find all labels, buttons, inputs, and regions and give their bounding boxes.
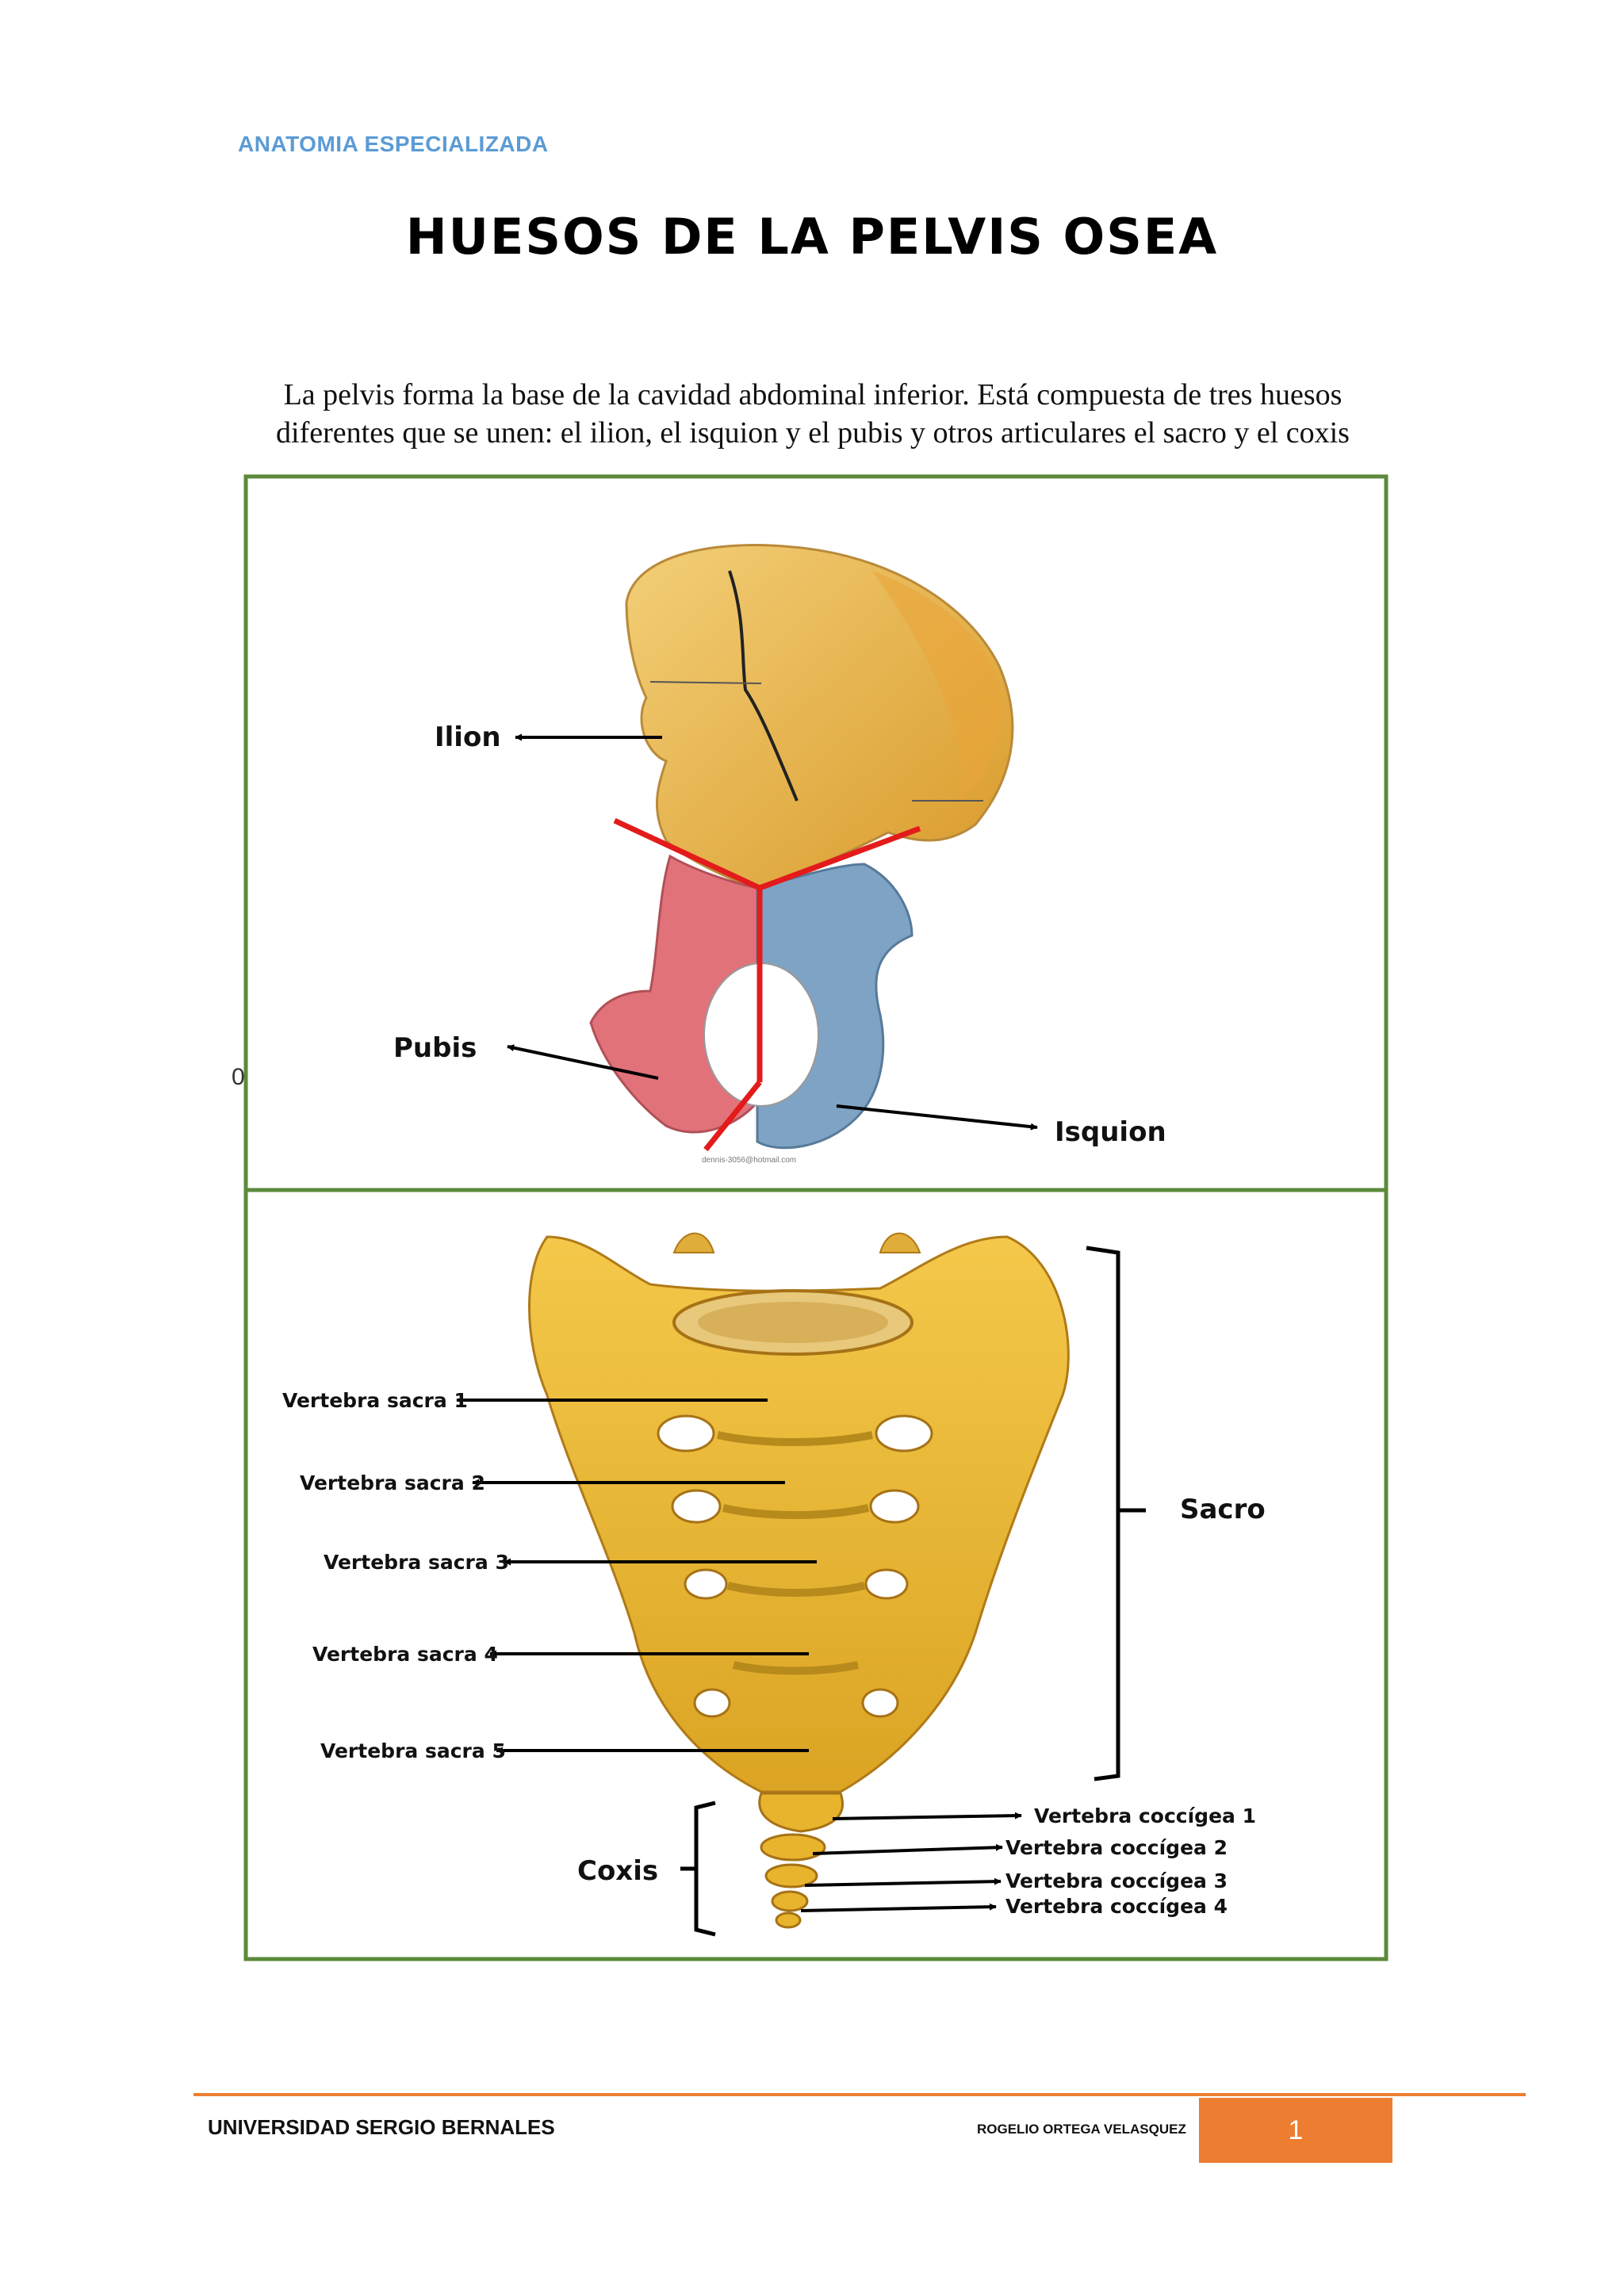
suture-line [728, 570, 799, 802]
sacral-foramina [657, 1414, 933, 1718]
footer-rule [193, 2093, 1526, 2096]
label-pubis: Pubis [393, 1032, 477, 1064]
coccygeal-arrows [800, 1812, 1022, 1912]
label-ilion: Ilion [435, 721, 501, 753]
coxis-bracket [680, 1800, 716, 1937]
transverse-ridges [716, 1431, 873, 1675]
label-vertebra-coccigea-3: Vertebra coccígea 3 [1005, 1869, 1228, 1892]
hip-bone-illustration [507, 544, 1038, 1152]
page-number: 1 [1199, 2098, 1392, 2163]
footer-author: ROGELIO ORTEGA VELASQUEZ [977, 2122, 1186, 2137]
label-isquion: Isquion [1055, 1116, 1166, 1148]
intro-paragraph: La pelvis forma la base de la cavidad ab… [230, 376, 1396, 452]
label-vertebra-sacra-4: Vertebra sacra 4 [312, 1643, 498, 1666]
page-title: HUESOS DE LA PELVIS OSEA [405, 208, 1219, 266]
label-coxis: Coxis [577, 1855, 659, 1887]
pubis-arrow [507, 1044, 659, 1080]
intro-line-1: La pelvis forma la base de la cavidad ab… [283, 378, 1342, 411]
isquion-arrow [836, 1104, 1038, 1131]
intro-line-2: diferentes que se unen: el ilion, el isq… [276, 416, 1350, 450]
label-vertebra-coccigea-2: Vertebra coccígea 2 [1005, 1836, 1228, 1859]
sacrum-illustration [456, 1232, 1146, 1937]
sacral-arrows [456, 1396, 817, 1755]
watermark: dennis-3056@hotmail.com [702, 1156, 796, 1165]
coccyx [758, 1792, 844, 1929]
ilion-crest [872, 571, 1002, 801]
label-vertebra-coccigea-1: Vertebra coccígea 1 [1034, 1804, 1256, 1827]
label-vertebra-sacra-5: Vertebra sacra 5 [320, 1739, 506, 1762]
sacrum-figure-box [243, 1188, 1388, 1961]
header-label: ANATOMIA ESPECIALIZADA [238, 132, 549, 156]
footer-institution: UNIVERSIDAD SERGIO BERNALES [208, 2115, 555, 2139]
division-lines [613, 817, 921, 1152]
stray-character: 0 [232, 1064, 245, 1090]
label-vertebra-coccigea-4: Vertebra coccígea 4 [1005, 1895, 1228, 1918]
label-vertebra-sacra-2: Vertebra sacra 2 [300, 1471, 485, 1494]
label-vertebra-sacra-1: Vertebra sacra 1 [282, 1389, 468, 1412]
sacro-bracket [1086, 1246, 1146, 1781]
label-sacro: Sacro [1180, 1494, 1266, 1525]
label-vertebra-sacra-3: Vertebra sacra 3 [324, 1551, 509, 1574]
